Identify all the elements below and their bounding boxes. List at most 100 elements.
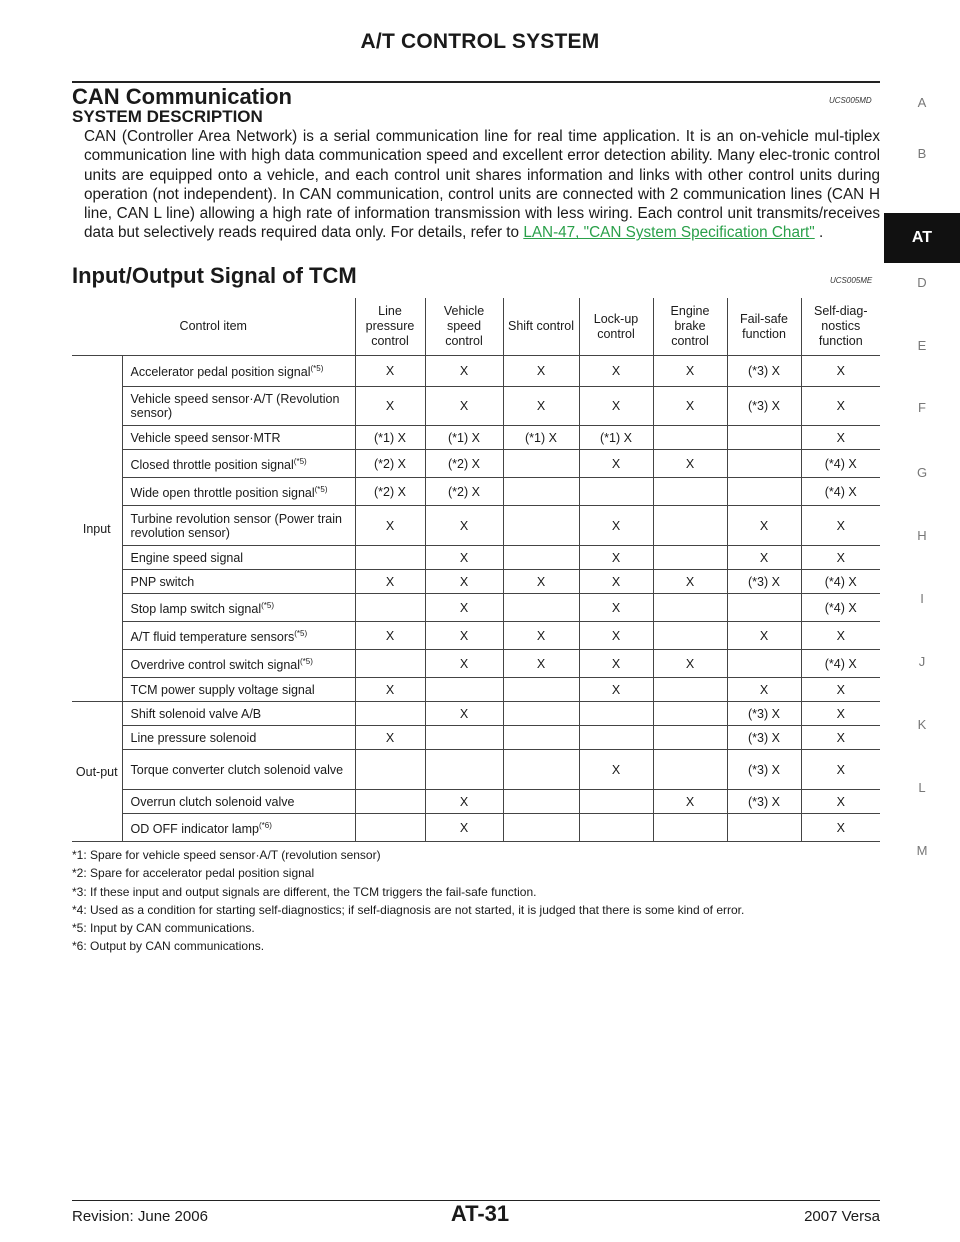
table-cell: X	[726, 621, 801, 650]
table-cell: (*2) X	[424, 477, 503, 506]
table-cell	[354, 749, 425, 790]
table-cell: X	[652, 386, 727, 426]
control-item-name: Vehicle speed sensor·MTR	[121, 425, 355, 450]
sidebar-letter-m[interactable]: M	[916, 843, 928, 858]
sidebar-letter-k[interactable]: K	[917, 717, 927, 732]
table-cell	[726, 593, 801, 622]
table-cell	[502, 477, 579, 506]
table-cell: (*2) X	[354, 449, 425, 478]
table-cell	[578, 477, 653, 506]
table-cell: X	[578, 355, 653, 387]
table-cell: X	[800, 545, 880, 570]
table-cell	[652, 425, 727, 450]
table-cell: (*1) X	[424, 425, 503, 450]
table-cell: (*3) X	[726, 701, 801, 726]
table-cell: X	[578, 545, 653, 570]
footer-rule	[72, 1200, 880, 1201]
table-cell: (*4) X	[800, 593, 880, 622]
control-item-name: Wide open throttle position signal(*5)	[121, 477, 355, 506]
table-cell: (*3) X	[726, 725, 801, 750]
table-cell: (*3) X	[726, 355, 801, 387]
table-cell: X	[424, 505, 503, 546]
table-cell	[652, 813, 727, 842]
footnote: *3: If these input and output signals ar…	[72, 884, 537, 899]
section-code-ucs005me: UCS005ME	[830, 276, 873, 285]
table-cell: (*3) X	[726, 789, 801, 814]
table-cell: X	[578, 505, 653, 546]
table-cell	[726, 449, 801, 478]
sidebar-letter-i[interactable]: I	[920, 591, 924, 606]
table-cell: X	[424, 355, 503, 387]
table-header-cell: Line pressure control	[354, 298, 425, 356]
sidebar-letter-at[interactable]: AT	[884, 213, 960, 263]
table-cell: X	[502, 569, 579, 594]
section-code-ucs005md: UCS005MD	[829, 96, 872, 105]
table-cell	[354, 813, 425, 842]
table-row: Vehicle speed sensor·MTR(*1) X(*1) X(*1)…	[72, 425, 880, 450]
table-cell	[502, 677, 579, 702]
sidebar-letter-f[interactable]: F	[918, 400, 926, 415]
table-cell: X	[354, 725, 425, 750]
table-cell: (*4) X	[800, 449, 880, 478]
table-cell	[726, 649, 801, 678]
control-item-name: Closed throttle position signal(*5)	[121, 449, 355, 478]
footnote: *2: Spare for accelerator pedal position…	[72, 866, 315, 881]
table-cell: X	[502, 355, 579, 387]
table-row: Wide open throttle position signal(*5) (*…	[72, 477, 880, 506]
control-item-name: TCM power supply voltage signal	[121, 677, 355, 702]
table-cell: X	[652, 649, 727, 678]
table-cell	[652, 545, 727, 570]
control-item-name: Engine speed signal	[121, 545, 355, 570]
table-cell: X	[578, 649, 653, 678]
paragraph-end: .	[814, 224, 824, 242]
control-item-name: Accelerator pedal position signal(*5)	[121, 355, 355, 387]
table-cell: X	[800, 386, 880, 426]
sidebar-letter-j[interactable]: J	[918, 654, 926, 669]
table-cell	[652, 593, 727, 622]
control-item-name: Vehicle speed sensor·A/T (Revolution sen…	[121, 386, 355, 426]
table-cell: X	[354, 677, 425, 702]
sidebar-letter-a[interactable]: A	[917, 95, 927, 110]
table-cell: X	[502, 621, 579, 650]
sidebar-letter-g[interactable]: G	[916, 465, 928, 480]
table-header-cell: Engine brake control	[652, 298, 727, 356]
sidebar-letter-e[interactable]: E	[917, 338, 927, 353]
table-cell: X	[800, 677, 880, 702]
table-header-cell: Control item	[72, 298, 355, 356]
control-item-name: Shift solenoid valve A/B	[121, 701, 355, 726]
table-cell: X	[652, 569, 727, 594]
table-cell: X	[800, 725, 880, 750]
table-cell	[502, 701, 579, 726]
model-label: 2007 Versa	[804, 1208, 880, 1225]
table-header-cell: Vehicle speed control	[424, 298, 503, 356]
table-cell	[354, 701, 425, 726]
table-cell	[726, 425, 801, 450]
table-cell: X	[424, 545, 503, 570]
table-cell: X	[354, 505, 425, 546]
lan-47-link[interactable]: LAN-47, "CAN System Specification Chart"	[523, 224, 815, 242]
table-cell	[354, 545, 425, 570]
control-item-name: OD OFF indicator lamp(*6)	[121, 813, 355, 842]
table-cell: X	[424, 621, 503, 650]
footnote: *4: Used as a condition for starting sel…	[72, 902, 745, 917]
sidebar-letter-h[interactable]: H	[917, 528, 927, 543]
control-item-name: Overrun clutch solenoid valve	[121, 789, 355, 814]
table-cell: X	[800, 789, 880, 814]
table-cell	[652, 621, 727, 650]
sidebar-letter-b[interactable]: B	[917, 146, 927, 161]
table-cell: X	[800, 749, 880, 790]
sidebar-letter-l[interactable]: L	[918, 780, 926, 795]
table-cell: (*4) X	[800, 477, 880, 506]
row-group-label: Out-put	[72, 701, 122, 842]
sidebar-letter-d[interactable]: D	[917, 275, 927, 290]
row-group-label: Input	[72, 355, 122, 702]
page-header-title: A/T CONTROL SYSTEM	[360, 30, 600, 53]
control-item-name: Line pressure solenoid	[121, 725, 355, 750]
table-cell	[502, 545, 579, 570]
table-cell: X	[502, 649, 579, 678]
